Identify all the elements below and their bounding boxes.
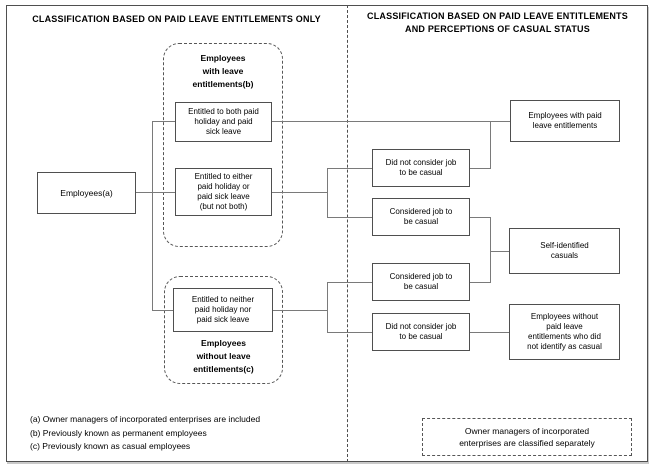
with-leave-group-container — [163, 43, 283, 247]
considered-casual-box-2: Considered job to be casual — [372, 263, 470, 301]
connector-casuals-vertical — [490, 217, 491, 283]
entitled-either-box: Entitled to either paid holiday or paid … — [175, 168, 272, 216]
connector-to-either-box — [152, 192, 176, 193]
without-leave-group-label: Employees without leave entitlements(c) — [193, 338, 254, 374]
panel-separator-dashed-line — [347, 5, 348, 462]
footnote-c: (c) Previously known as casual employees — [30, 441, 191, 451]
connector-up-to-outcome1 — [490, 121, 491, 169]
bracket-upper-vertical — [327, 168, 328, 218]
connector-to-neither-box — [152, 310, 174, 311]
paid-leave-entitlements-box: Employees with paid leave entitlements — [510, 100, 620, 142]
footnotes: (a) Owner managers of incorporated enter… — [30, 413, 260, 454]
connector-perception2-stub — [469, 217, 490, 218]
connector-to-self-identified — [490, 251, 509, 252]
self-identified-casuals-box: Self-identified casuals — [509, 228, 620, 274]
connector-both-to-outcome1 — [271, 121, 511, 122]
owner-managers-note-box: Owner managers of incorporated enterpris… — [422, 418, 632, 456]
connector-perception1-stub — [469, 168, 490, 169]
employees-box: Employees(a) — [37, 172, 136, 214]
bracket-lower-bottom-stub — [327, 332, 372, 333]
connector-perception4-to-outcome3 — [469, 332, 509, 333]
bracket-upper-top-stub — [327, 168, 372, 169]
bracket-lower-vertical — [327, 282, 328, 333]
without-entitlements-not-casual-box: Employees without paid leave entitlement… — [509, 304, 620, 360]
did-not-consider-casual-box-1: Did not consider job to be casual — [372, 149, 470, 187]
footnote-a: (a) Owner managers of incorporated enter… — [30, 414, 261, 424]
connector-either-to-bracket — [271, 192, 327, 193]
outer-border — [6, 5, 648, 462]
bracket-lower-top-stub — [327, 282, 372, 283]
considered-casual-box-1: Considered job to be casual — [372, 198, 470, 236]
entitled-neither-box: Entitled to neither paid holiday nor pai… — [173, 288, 273, 332]
connector-to-both-box — [152, 121, 176, 122]
without-leave-group-container — [164, 276, 283, 384]
connector-employees-stub — [135, 192, 153, 193]
bracket-upper-bottom-stub — [327, 217, 372, 218]
left-panel-title: CLASSIFICATION BASED ON PAID LEAVE ENTIT… — [32, 14, 321, 24]
did-not-consider-casual-box-2: Did not consider job to be casual — [372, 313, 470, 351]
right-panel-title: CLASSIFICATION BASED ON PAID LEAVE ENTIT… — [367, 11, 628, 34]
connector-neither-to-bracket — [272, 310, 327, 311]
entitled-both-box: Entitled to both paid holiday and paid s… — [175, 102, 272, 142]
footnote-b: (b) Previously known as permanent employ… — [30, 427, 207, 438]
connector-left-spine — [152, 121, 153, 311]
connector-perception3-stub — [469, 282, 490, 283]
with-leave-group-label: Employees with leave entitlements(b) — [192, 53, 254, 89]
